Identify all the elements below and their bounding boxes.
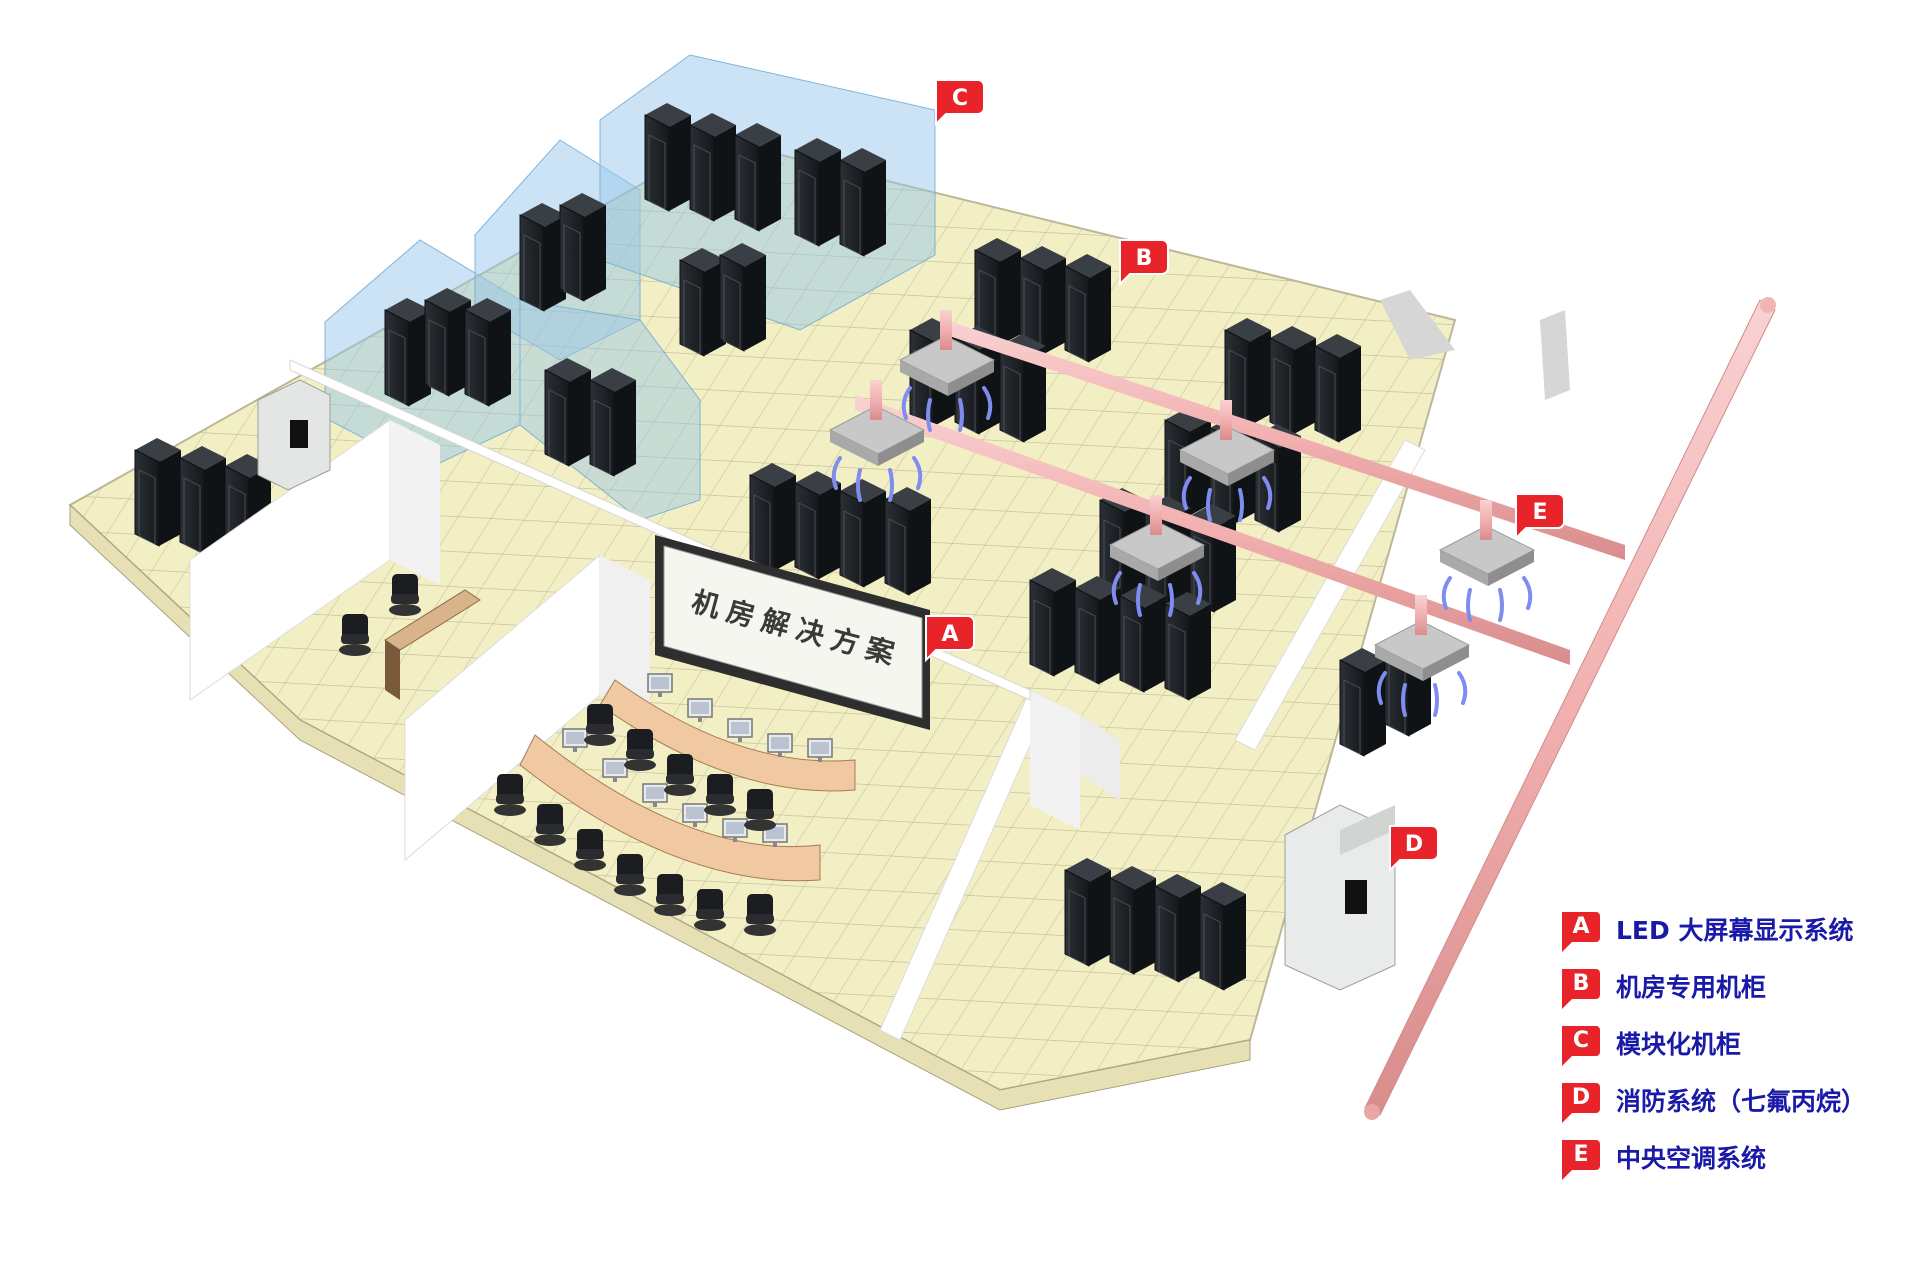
legend-item-b: B 机房专用机柜 [1562,957,1912,1014]
legend-item-b-text: 机房专用机柜 [1616,972,1767,1002]
map-pin-badge-icon: B [1562,968,1600,1009]
led-display-board: 机房解决方案 [655,535,930,730]
map-pin-badge-icon: D [1562,1082,1600,1123]
legend-item-b-letter: B [1572,970,1590,996]
legend-item-a: A LED 大屏幕显示系统 [1562,900,1912,957]
control-room [494,673,856,936]
legend-item-e-text: 中央空调系统 [1616,1143,1767,1173]
legend-item-e: E 中央空调系统 [1562,1128,1912,1185]
marker-c-label: C [952,86,968,111]
marker-a-label: A [941,622,958,647]
legend-item-d-letter: D [1571,1084,1591,1110]
legend-item-a-letter: A [1572,913,1590,939]
marker-a: A [925,615,975,663]
marker-c: C [935,79,985,127]
fire-suppression-units [257,379,1396,991]
legend: A LED 大屏幕显示系统 B 机房专用机柜 C 模块化机柜 D 消防系统（七氟… [1562,900,1912,1185]
legend-item-d-text: 消防系统（七氟丙烷） [1616,1086,1867,1116]
legend-item-a-text: LED 大屏幕显示系统 [1616,915,1854,945]
marker-b-label: B [1136,246,1153,271]
legend-item-c-text: 模块化机柜 [1616,1029,1742,1059]
marker-e-label: E [1532,500,1547,525]
hvac-pipes [855,297,1776,1120]
legend-item-d: D 消防系统（七氟丙烷） [1562,1071,1912,1128]
legend-item-c-letter: C [1572,1027,1590,1053]
map-pin-badge-icon: E [1562,1139,1600,1180]
map-pin-badge-icon: A [1562,911,1600,952]
marker-d: D [1389,825,1439,873]
legend-item-c: C 模块化机柜 [1562,1014,1912,1071]
map-pin-badge-icon: C [1562,1025,1600,1066]
marker-e: E [1515,493,1565,541]
marker-b: B [1119,239,1169,287]
marker-d-label: D [1405,832,1423,857]
office-desk [339,574,481,700]
legend-item-e-letter: E [1573,1141,1589,1167]
floor-edge [69,503,1251,1111]
